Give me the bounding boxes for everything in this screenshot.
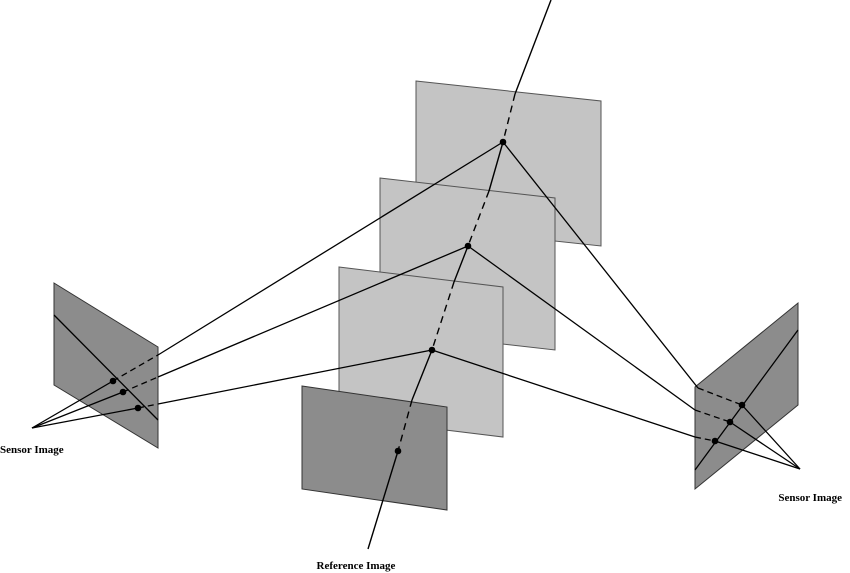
reference-ray — [367, 0, 552, 550]
reference-image-plane — [301, 385, 448, 511]
point-reference-image — [394, 447, 402, 455]
right-epipolar-line — [694, 329, 799, 471]
point-middle-plane — [464, 242, 472, 250]
right-sensor-image-plane — [694, 301, 799, 491]
point-right-sensor-2 — [726, 418, 734, 426]
point-left-sensor-3 — [134, 404, 142, 412]
point-left-sensor-2 — [119, 388, 127, 396]
left-epipolar-line — [53, 314, 159, 421]
point-far-plane — [499, 138, 507, 146]
left-sensor-image-plane — [53, 282, 159, 449]
point-left-sensor-1 — [109, 377, 117, 385]
point-right-sensor-3 — [711, 437, 719, 445]
intersection-points — [109, 138, 746, 455]
point-right-sensor-1 — [738, 401, 746, 409]
point-near-plane — [428, 346, 436, 354]
left-sensor-label: Sensor Image — [0, 444, 64, 456]
reference-image-label: Reference Image — [317, 560, 396, 572]
right-sensor-rays — [431, 141, 801, 470]
right-sensor-label: Sensor Image — [778, 492, 842, 504]
left-sensor-rays — [31, 141, 504, 429]
